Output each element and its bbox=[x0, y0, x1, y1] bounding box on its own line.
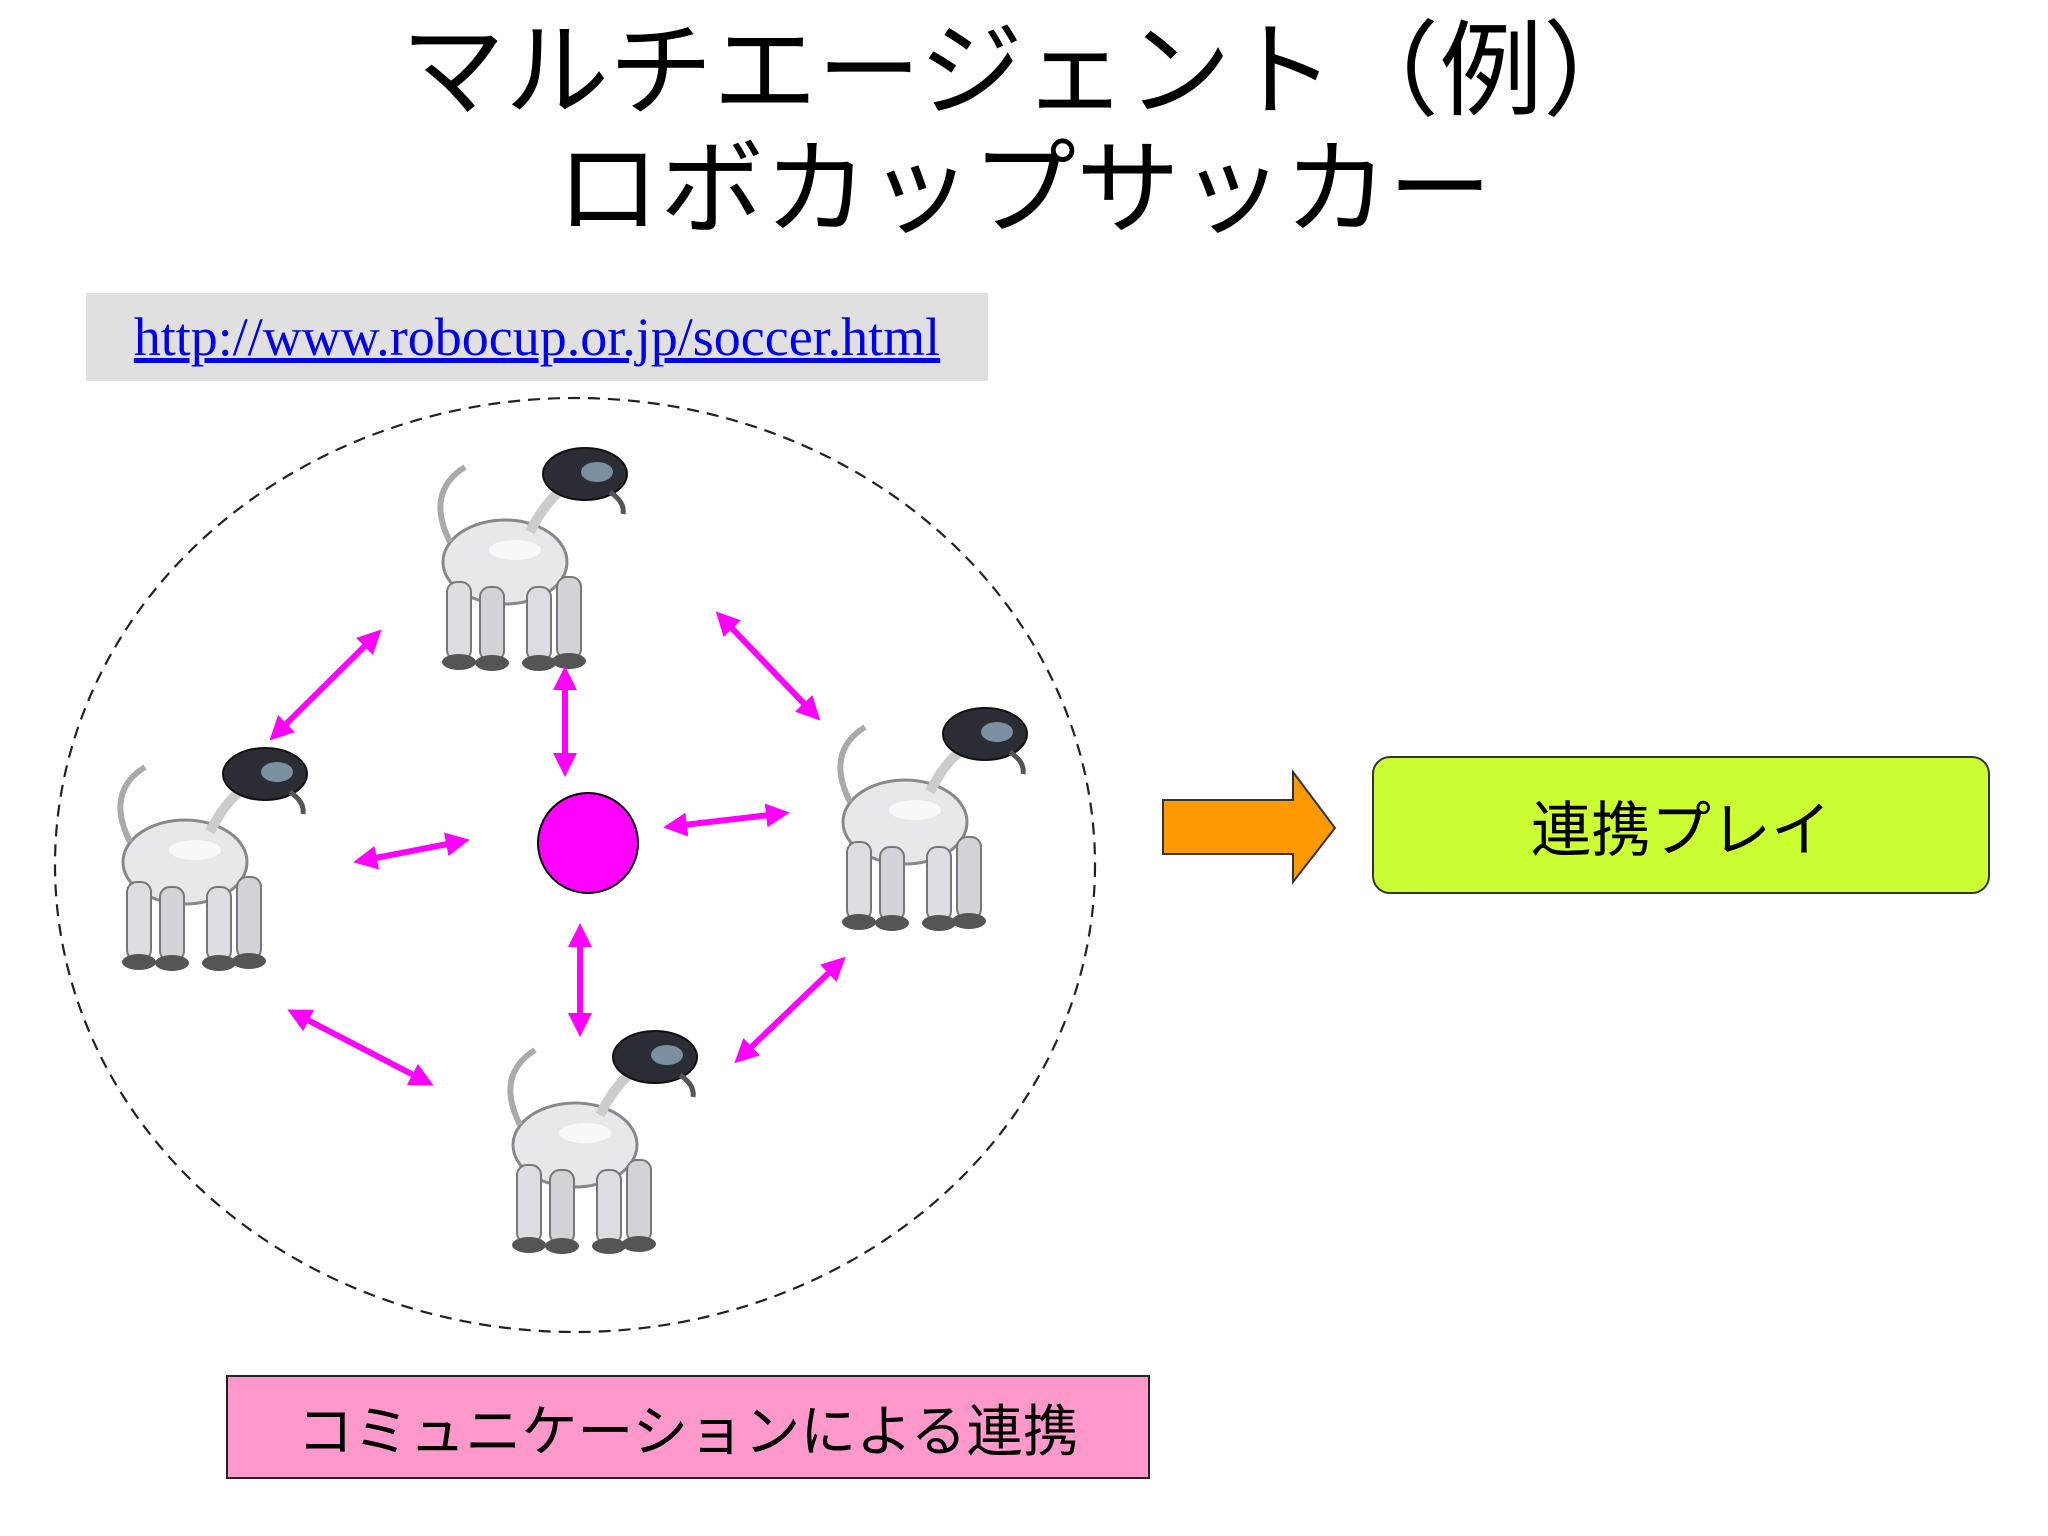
arrow-bottom-left bbox=[287, 1009, 434, 1086]
robocup-link[interactable]: http://www.robocup.or.jp/soccer.html bbox=[133, 307, 941, 367]
robot-dog-top bbox=[440, 448, 627, 671]
arrow-right-ball bbox=[663, 803, 790, 837]
robot-dog-right bbox=[840, 708, 1027, 931]
caption-box: コミュニケーションによる連携 bbox=[226, 1375, 1150, 1479]
title-line-2: ロボカップサッカー bbox=[555, 128, 1492, 250]
robot-dog-left bbox=[120, 748, 307, 971]
arrow-top-right bbox=[715, 611, 821, 721]
result-box: 連携プレイ bbox=[1372, 756, 1990, 894]
caption-label: コミュニケーションによる連携 bbox=[297, 1399, 1079, 1465]
arrow-left-ball bbox=[353, 832, 470, 870]
arrow-bottom-right bbox=[734, 956, 846, 1064]
result-label: 連携プレイ bbox=[1531, 795, 1831, 866]
ball bbox=[537, 792, 639, 894]
arrow-top-left bbox=[269, 629, 382, 741]
result-arrow bbox=[1162, 769, 1337, 885]
page-title: マルチエージェント（例） ロボカップサッカー bbox=[0, 12, 2048, 248]
url-box: http://www.robocup.or.jp/soccer.html bbox=[86, 293, 988, 381]
title-line-1: マルチエージェント（例） bbox=[401, 10, 1647, 132]
field-boundary bbox=[53, 396, 1097, 1334]
robot-dog-bottom bbox=[510, 1031, 697, 1254]
